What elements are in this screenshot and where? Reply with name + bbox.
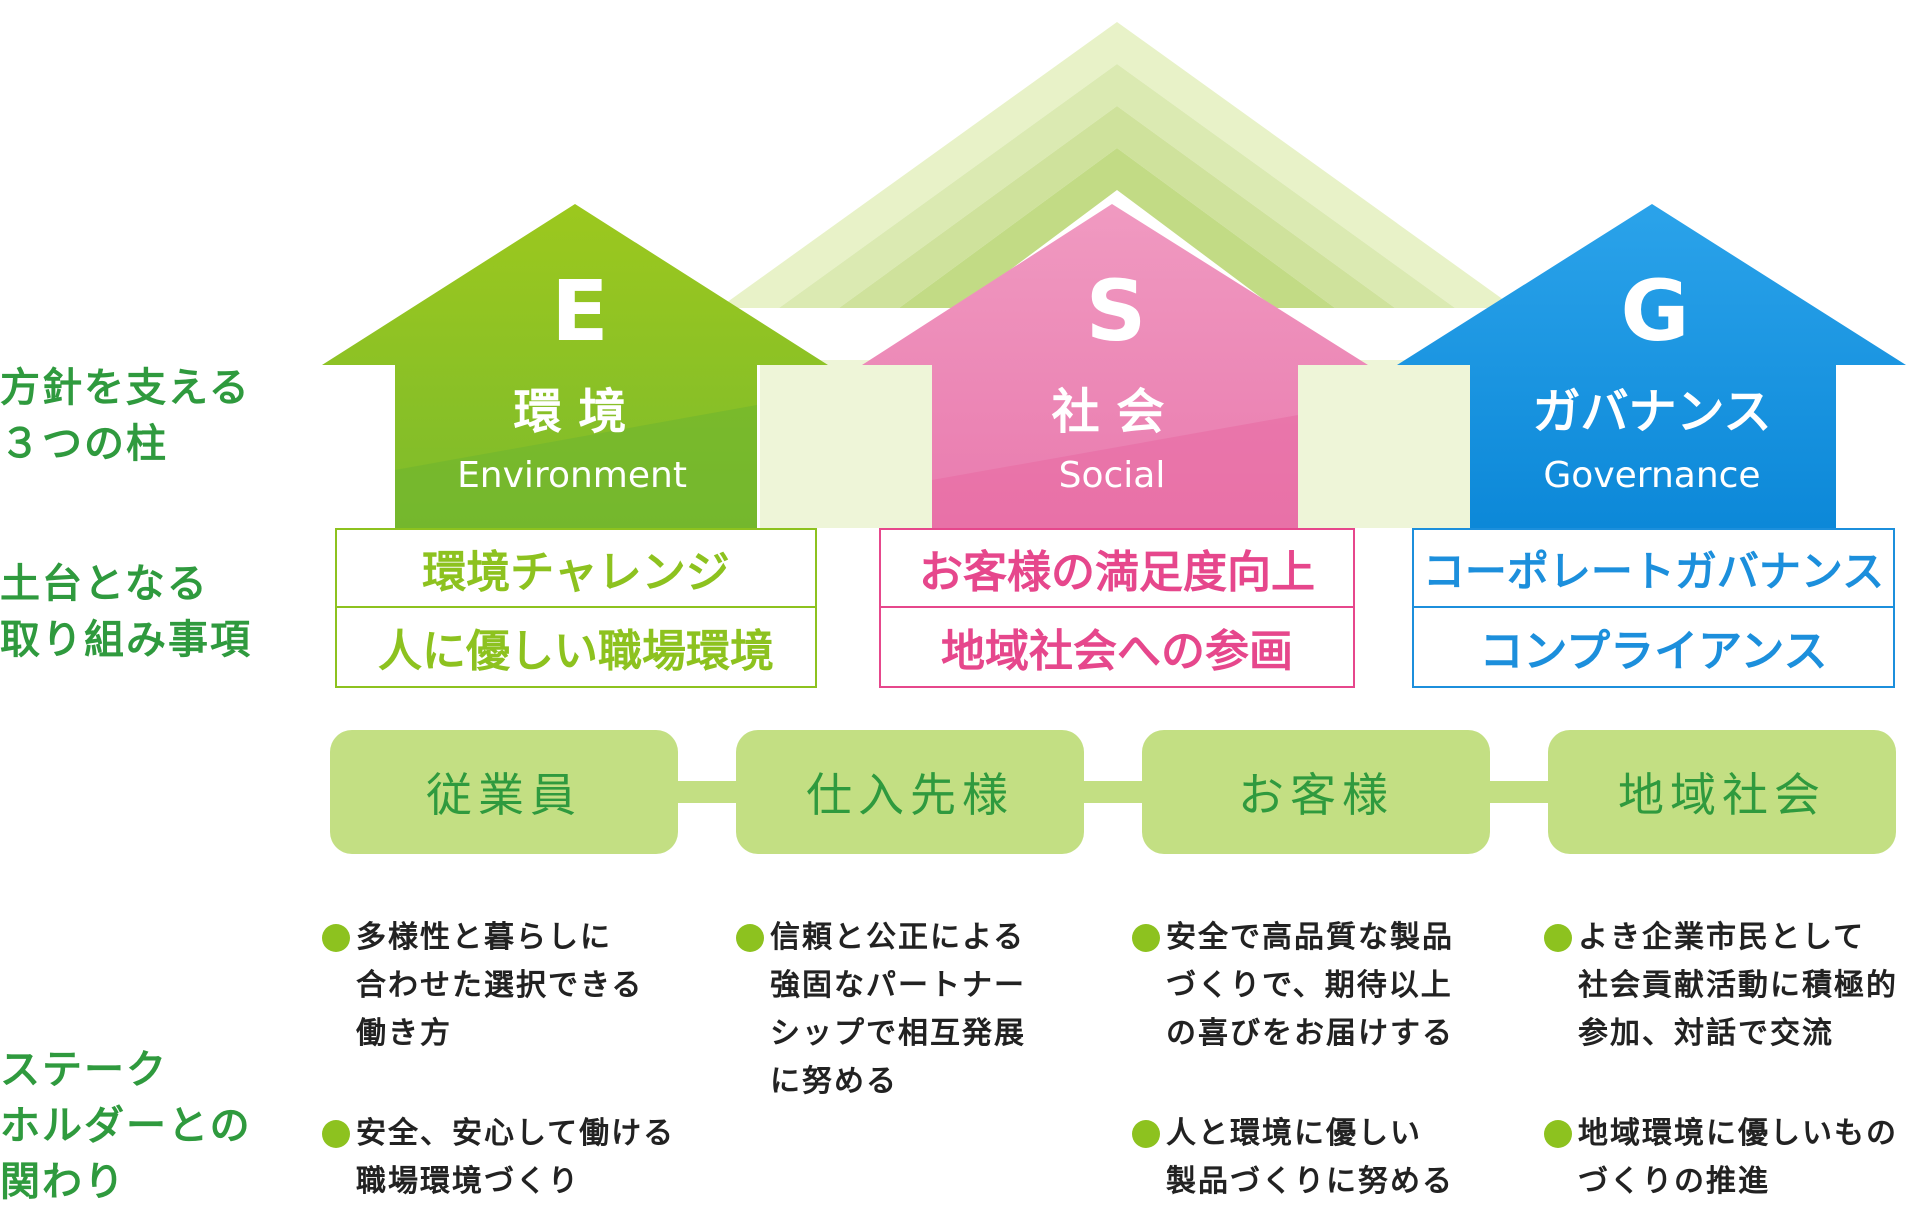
stakeholder-connector-3 bbox=[1487, 781, 1551, 803]
stakeholder-connector-2 bbox=[1081, 781, 1145, 803]
bullet-dot bbox=[1544, 1120, 1572, 1148]
label-stakeholders: ステーク ホルダーとの 関わり bbox=[0, 1042, 252, 1210]
foundation-env-item-2: 人に優しい職場環境 bbox=[335, 606, 817, 688]
pillar-letter-s: S bbox=[1086, 262, 1147, 360]
bullet-dot bbox=[1544, 924, 1572, 952]
label-stakeholders-line-1: ステーク bbox=[0, 1047, 168, 1093]
foundation-gov-item-1: コーポレートガバナンス bbox=[1412, 528, 1895, 608]
relation-line: 安全、安心して働ける bbox=[356, 1116, 676, 1151]
relation-customers-2: 人と環境に優しい 製品づくりに努める bbox=[1132, 1110, 1462, 1206]
label-foundation-line-2: 取り組み事項 bbox=[0, 617, 252, 663]
pillar-subtitle-environment: Environment bbox=[457, 455, 687, 496]
relation-line: の喜びをお届けする bbox=[1166, 1016, 1454, 1051]
foundation-social-item-1: お客様の満足度向上 bbox=[879, 528, 1355, 608]
label-pillars-line-1: 方針を支える bbox=[0, 365, 251, 411]
label-pillars-line-2: ３つの柱 bbox=[0, 421, 168, 467]
label-foundation-line-1: 土台となる bbox=[0, 561, 209, 607]
bullet-dot bbox=[736, 924, 764, 952]
relation-community-2: 地域環境に優しいもの づくりの推進 bbox=[1544, 1110, 1924, 1206]
governance-pillar-shape bbox=[1397, 204, 1906, 528]
label-stakeholders-line-2: ホルダーとの bbox=[0, 1103, 252, 1149]
label-stakeholders-line-3: 関わり bbox=[0, 1159, 126, 1205]
pillar-subtitle-governance: Governance bbox=[1543, 455, 1760, 496]
pillar-title-social: 社 会 bbox=[1052, 384, 1165, 440]
stakeholder-suppliers: 仕入先様 bbox=[736, 730, 1084, 854]
label-foundation: 土台となる 取り組み事項 bbox=[0, 556, 252, 668]
stakeholder-community: 地域社会 bbox=[1548, 730, 1896, 854]
label-pillars: 方針を支える ３つの柱 bbox=[0, 360, 251, 472]
relation-line: に努める bbox=[770, 1064, 898, 1099]
relation-line: 社会貢献活動に積極的 bbox=[1578, 968, 1898, 1003]
bullet-dot bbox=[322, 1120, 350, 1148]
relation-line: 強固なパートナー bbox=[770, 968, 1026, 1003]
relation-line: 製品づくりに努める bbox=[1166, 1164, 1454, 1199]
relation-line: 安全で高品質な製品 bbox=[1166, 920, 1454, 955]
relation-line: よき企業市民として bbox=[1578, 920, 1866, 955]
pillar-letter-g: G bbox=[1621, 262, 1690, 360]
bullet-dot bbox=[1132, 1120, 1160, 1148]
relation-line: シップで相互発展 bbox=[770, 1016, 1026, 1051]
pillar-title-environment: 環 境 bbox=[514, 384, 627, 440]
relation-line: 信頼と公正による bbox=[770, 920, 1026, 955]
relation-line: 合わせた選択できる bbox=[356, 968, 644, 1003]
stakeholder-connector-1 bbox=[675, 781, 739, 803]
foundation-social-item-2: 地域社会への参画 bbox=[879, 606, 1355, 688]
relation-line: 職場環境づくり bbox=[356, 1164, 580, 1199]
relation-line: 多様性と暮らしに bbox=[356, 920, 612, 955]
relation-line: づくりで、期待以上 bbox=[1166, 968, 1453, 1003]
relation-customers-1: 安全で高品質な製品 づくりで、期待以上 の喜びをお届けする bbox=[1132, 914, 1462, 1058]
relation-line: づくりの推進 bbox=[1578, 1164, 1770, 1199]
pillar-subtitle-social: Social bbox=[1059, 455, 1166, 496]
stakeholder-customers: お客様 bbox=[1142, 730, 1490, 854]
pillar-title-governance: ガバナンス bbox=[1532, 384, 1771, 440]
relation-line: 参加、対話で交流 bbox=[1578, 1016, 1834, 1051]
social-pillar-shape bbox=[862, 204, 1368, 528]
relation-line: 人と環境に優しい bbox=[1166, 1116, 1422, 1151]
relation-line: 地域環境に優しいもの bbox=[1578, 1116, 1898, 1151]
stakeholder-employees: 従業員 bbox=[330, 730, 678, 854]
pillar-letter-e: E bbox=[551, 262, 608, 360]
bullet-dot bbox=[1132, 924, 1160, 952]
relation-line: 働き方 bbox=[356, 1016, 452, 1051]
bullet-dot bbox=[322, 924, 350, 952]
relation-suppliers-1: 信頼と公正による 強固なパートナー シップで相互発展 に努める bbox=[736, 914, 1066, 1106]
relation-employees-2: 安全、安心して働ける 職場環境づくり bbox=[322, 1110, 692, 1206]
foundation-gov-item-2: コンプライアンス bbox=[1412, 606, 1895, 688]
relation-community-1: よき企業市民として 社会貢献活動に積極的 参加、対話で交流 bbox=[1544, 914, 1924, 1058]
foundation-env-item-1: 環境チャレンジ bbox=[335, 528, 817, 608]
relation-employees-1: 多様性と暮らしに 合わせた選択できる 働き方 bbox=[322, 914, 652, 1058]
environment-pillar-shape bbox=[322, 204, 828, 528]
